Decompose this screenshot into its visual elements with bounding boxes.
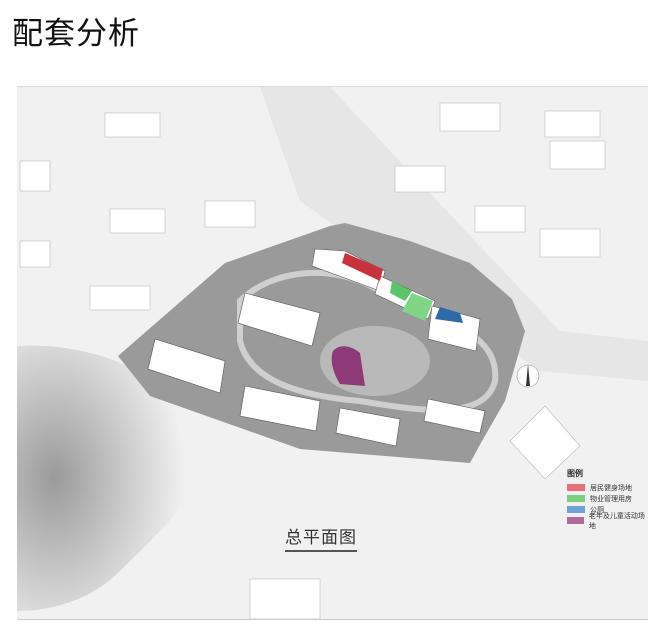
legend-item-management: 物业管理用房 (567, 493, 648, 504)
site-plan-drawing (17, 87, 648, 619)
legend-item-fitness: 居民健身场地 (567, 482, 648, 493)
water-body (17, 345, 204, 611)
surrounding-buildings (19, 102, 606, 619)
legend-label: 居民健身场地 (590, 483, 632, 492)
management-area-1 (390, 281, 412, 301)
legend-swatch (567, 517, 584, 524)
legend-item-activity: 老年及儿童活动场地 (567, 512, 648, 530)
management-area-2 (402, 293, 433, 321)
activity-area (331, 346, 365, 386)
legend-label: 公厕 (590, 505, 604, 514)
legend-swatch (567, 484, 585, 491)
legend-label: 老年及儿童活动场地 (588, 511, 645, 530)
north-arrow-icon (516, 364, 540, 388)
road (260, 87, 648, 381)
site-plan-map: 总平面图 图例 居民健身场地 物业管理用房 公厕 老年及儿童活动场地 (17, 86, 648, 620)
legend: 图例 居民健身场地 物业管理用房 公厕 老年及儿童活动场地 (567, 468, 648, 530)
site-area (118, 223, 525, 463)
plan-title: 总平面图 (285, 523, 357, 552)
fitness-area (342, 253, 383, 281)
residential-buildings (147, 248, 486, 447)
legend-swatch (567, 506, 585, 513)
toilet-area (435, 307, 463, 323)
legend-item-toilet: 公厕 (567, 504, 648, 515)
legend-label: 物业管理用房 (590, 494, 632, 503)
page-title: 配套分析 (12, 16, 140, 52)
legend-title: 图例 (567, 469, 583, 478)
legend-swatch (567, 495, 585, 502)
